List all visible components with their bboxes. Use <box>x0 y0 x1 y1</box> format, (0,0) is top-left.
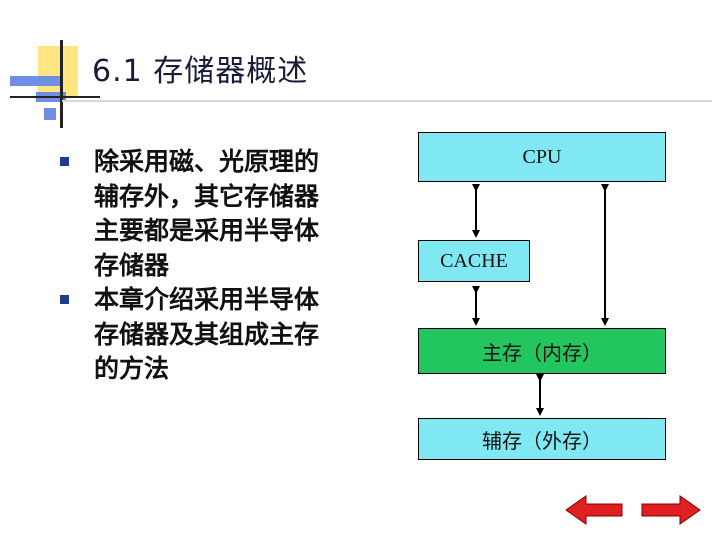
deco-vertical-line <box>60 40 63 128</box>
cpu-label: CPU <box>522 145 562 168</box>
bullet-square-icon <box>60 157 69 166</box>
aux-memory-label: 辅存（外存） <box>482 430 602 453</box>
corner-decoration <box>0 0 110 130</box>
main-memory-box: 主存（内存） <box>418 328 666 374</box>
deco-yellow-block <box>38 46 78 96</box>
deco-horizontal-line <box>10 96 100 98</box>
bullet-list: 除采用磁、光原理的辅存外，其它存储器主要都是采用半导体存储器 本章介绍采用半导体… <box>60 145 350 387</box>
cpu-box: CPU <box>418 132 666 182</box>
slide-title: 6.1 存储器概述 <box>92 54 309 89</box>
deco-blue-bar-bottom <box>44 108 56 120</box>
bullet-square-icon <box>60 295 69 304</box>
main-memory-label: 主存（内存） <box>482 342 602 365</box>
cache-box: CACHE <box>418 240 530 282</box>
bullet-text: 除采用磁、光原理的辅存外，其它存储器主要都是采用半导体存储器 <box>94 147 320 280</box>
title-divider <box>62 100 712 102</box>
left-arrow-icon[interactable] <box>565 495 623 525</box>
nav-arrows <box>565 495 701 525</box>
right-arrow-icon[interactable] <box>641 495 701 525</box>
aux-memory-box: 辅存（外存） <box>418 418 666 460</box>
bullet-item: 除采用磁、光原理的辅存外，其它存储器主要都是采用半导体存储器 <box>60 145 350 283</box>
cache-label: CACHE <box>440 249 508 272</box>
deco-blue-bar-top <box>10 76 62 86</box>
bullet-text: 本章介绍采用半导体存储器及其组成主存的方法 <box>94 285 320 383</box>
bullet-item: 本章介绍采用半导体存储器及其组成主存的方法 <box>60 283 350 387</box>
